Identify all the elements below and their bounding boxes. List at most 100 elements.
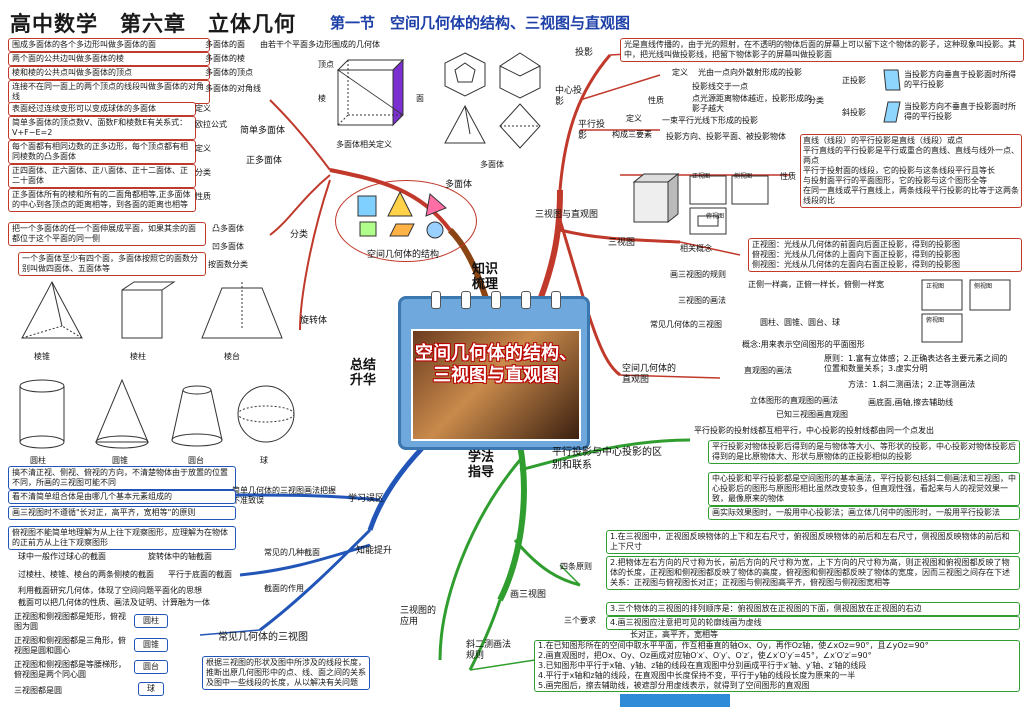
oblique-rules-box: 1.在已知图形所在的空间中取水平平面，作互相垂直的轴Ox、Oy，再作Oz轴，使∠… — [534, 640, 1020, 692]
def-vertex-term: 多面体的顶点 — [205, 68, 253, 77]
binder-ring-icon — [461, 291, 471, 309]
mistakes-label: 学习误区 — [348, 494, 385, 504]
cube-def-label: 多面体相关定义 — [336, 140, 392, 149]
def-face-term: 多面体的面 — [205, 40, 245, 49]
binder-ring-icon — [551, 291, 561, 309]
section-function-label: 截面的作用 — [264, 584, 304, 593]
binder-ring-icon — [521, 291, 531, 309]
central-def: 光由一点向外散射形成的投影 — [698, 68, 802, 77]
views-box: 正视图：光线从几何体的前面向后面正投影，得到的投影图 俯视图：光线从几何体的上面… — [748, 238, 1022, 272]
four-principles-label: 四条原则 — [560, 562, 592, 571]
def-vertex-text: 棱和棱的公共点叫做多面体的顶点 — [8, 66, 210, 80]
parallel-prop-4: 与投射面平行的平面图形，它的投影与这个图形全等 — [803, 176, 987, 185]
parallel-prop-2: 平行直线的平行投影是平行或重合的直线、直线与线外一点、两点 — [803, 146, 1019, 165]
threeview-node-label: 三视图 — [608, 238, 636, 248]
central-projection-label: 中心投影 — [555, 86, 583, 107]
ability-label: 知能提升 — [356, 546, 393, 556]
regular-prop-text: 正多面体所有的棱和所有的二面角都相等,正多面体的中心到各顶点的距离相等，到各面的… — [8, 188, 196, 212]
common-views: 圆柱、圆锥、圆台、球 — [760, 318, 840, 327]
solid-sphere-label: 球 — [260, 456, 268, 465]
function-1: 利用截面研究几何体，体现了空间问题平面化的思想 — [18, 586, 202, 595]
parallel-def: 一束平行光线下形成的投影 — [662, 116, 758, 125]
mistake-title: 简单几何体的三视图画法把握不准致误 — [232, 486, 336, 505]
central-prop2: 点光源距离物体越近，投影形成的影子越大 — [692, 94, 812, 113]
oblique-rules-label: 斜二测画法规则 — [466, 640, 512, 661]
vertex-label: 顶点 — [318, 60, 334, 69]
principle-4: 4.画三视图应注意把可见的轮廓线画为虚线 — [606, 616, 1020, 630]
central-def-label: 定义 — [672, 68, 688, 77]
regular-classify-text: 正四面体、正六面体、正八面体、正十二面体、正二十面体 — [8, 164, 196, 188]
def-diagonal-text: 连接不在同一面上的两个顶点的线段叫做多面体的对角线 — [8, 80, 210, 104]
solid-frustum-label: 棱台 — [224, 352, 240, 361]
draw-threeview-label: 画三视图 — [510, 590, 547, 600]
threeview-front-tag: 正视图 — [692, 173, 711, 180]
cube-diagram — [336, 58, 405, 127]
sections-label: 常见的几种截面 — [264, 548, 320, 557]
oblique-rule-3: 3.已知图形中平行于x轴、y轴、z轴的线段在直观图中分别画成平行于x′轴、y′轴… — [538, 661, 867, 670]
principle-5: 长对正，高平齐，宽相等 — [630, 630, 718, 639]
section-2b: 平行于底面的截面 — [168, 570, 232, 579]
regular-classify-term: 分类 — [195, 168, 211, 177]
solid-pyramid-label: 棱锥 — [34, 352, 50, 361]
common3-4: 三视图都是圆 — [14, 686, 62, 695]
parallel-projection-label: 平行投影 — [578, 120, 606, 141]
parallel-prop-1: 直线（线段）的平行投影是直线（线段）或点 — [803, 136, 963, 145]
function-2: 截面可以把几何体的性质、画法及证明、计算融为一体 — [18, 598, 210, 607]
rotation-label: 旋转体 — [300, 316, 328, 326]
intuitive-label: 空间几何体的直观图 — [622, 364, 677, 385]
threeview-top-tag: 俯视图 — [706, 213, 725, 220]
polyhedron-node-label: 多面体 — [445, 180, 473, 190]
convex-term: 凸多面体 — [212, 224, 244, 233]
diff-2: 中心投影和平行投影都是空间图形的基本画法，平行投影包括斜二侧画法和三视图，中心投… — [708, 472, 1020, 506]
structure-oval-label: 空间几何体的结构 — [367, 250, 440, 260]
oblique-rule-2: 2.画直观图时，把Ox、Oy、Oz画成对应轴O′x′、O′y′、O′z′，使∠x… — [538, 651, 872, 660]
view-rule: 正侧一样高，正俯一样长，俯侧一样宽 — [748, 280, 884, 289]
intuitive-concept: 概念:用来表示空间图形的平面图形 — [742, 340, 865, 349]
face-label: 面 — [416, 94, 424, 103]
page-subtitle: 第一节 空间几何体的结构、三视图与直观图 — [330, 14, 631, 32]
oblique-icon — [883, 101, 901, 123]
mistake-3: 画三视图时不遵循"长对正，高平齐，宽相等"的原则 — [8, 506, 236, 520]
binder-ring-icon — [431, 291, 441, 309]
common3-3: 正视图和侧视图都是等腰梯形，俯视图是两个同心圆 — [14, 660, 126, 679]
three-view-branch-label: 三视图与直观图 — [535, 210, 599, 220]
mistake-4: 俯视图不能简单地理解为从上往下观察图形，应理解为在物体的正前方从上往下观察图形 — [8, 526, 236, 550]
projection-label: 投影 — [575, 48, 594, 58]
central-topic-board: 空间几何体的结构、三视图与直观图 — [398, 291, 590, 450]
projection-def: 光是直线传播的，由于光的照射，在不透明的物体后面的屏幕上可以留下这个物体的影子，… — [620, 38, 1024, 62]
cube-caption: 由若干个平面多边形围成的几何体 — [260, 40, 380, 49]
threeview-app-text: 根据三视图的形状及图中所涉及的线段长度，推断出原几何图形中的点、线、面之间的关系… — [202, 656, 370, 690]
solid-cylinder-label: 圆柱 — [30, 456, 46, 465]
view-front-def: 正视图：光线从几何体的前面向后面正投影，得到的投影图 — [752, 240, 960, 249]
solid-prism-label: 棱柱 — [130, 352, 146, 361]
layout-top-tag: 俯视图 — [926, 317, 945, 324]
branch-summary: 总结升华 — [349, 358, 376, 388]
regular-prop-term: 性质 — [195, 192, 211, 201]
threeview-sample-diagram — [632, 172, 769, 235]
page-title: 高中数学 第六章 立体几何 — [10, 12, 296, 36]
branch-method: 学法指导 — [467, 450, 494, 480]
common3-1-tag: 圆柱 — [134, 614, 168, 628]
threeview-side-tag: 侧视图 — [734, 173, 753, 180]
view-rule-label: 画三视图的规则 — [670, 270, 726, 279]
euler-term: 欧拉公式 — [195, 120, 227, 129]
concave-term: 凹多面体 — [212, 242, 244, 251]
intuitive-method: 方法：1.斜二测画法；2.正等测画法 — [848, 380, 976, 389]
central-nature-label: 性质 — [648, 96, 664, 105]
simple-polyhedron-label: 简单多面体 — [240, 126, 286, 136]
oblique-rule-1: 1.在已知图形所在的空间中取水平平面，作互相垂直的轴Ox、Oy，再作Oz轴，使∠… — [538, 641, 929, 650]
view-side-def: 侧视图：光线从几何体的左面向右面正投影，得到的投影图 — [752, 260, 960, 269]
solid-cone-label: 圆锥 — [112, 456, 128, 465]
branch-knowledge: 知识梳理 — [471, 262, 498, 292]
section-1: 球中一般作过球心的截面 — [18, 552, 106, 561]
parallel-elements: 投影方向、投影平面、被投影物体 — [666, 132, 786, 141]
common3-1: 正视图和侧视图都是矩形，俯视图为圆 — [14, 612, 126, 631]
regular-polyhedron-label: 正多面体 — [246, 156, 283, 166]
related-concepts-label: 相关概念 — [680, 244, 712, 253]
diff-3: 画实际效果图时，一般用中心投影法；画立体几何中的图形时，一般用平行投影法 — [708, 506, 1020, 520]
central-topic-image: 空间几何体的结构、三视图与直观图 — [411, 329, 581, 441]
three-requirements-label: 三个要求 — [564, 616, 596, 625]
solids-sample-icons — [357, 190, 447, 239]
parallel-classify-label: 分类 — [808, 96, 824, 105]
parallel-props-label: 性质 — [780, 172, 796, 181]
